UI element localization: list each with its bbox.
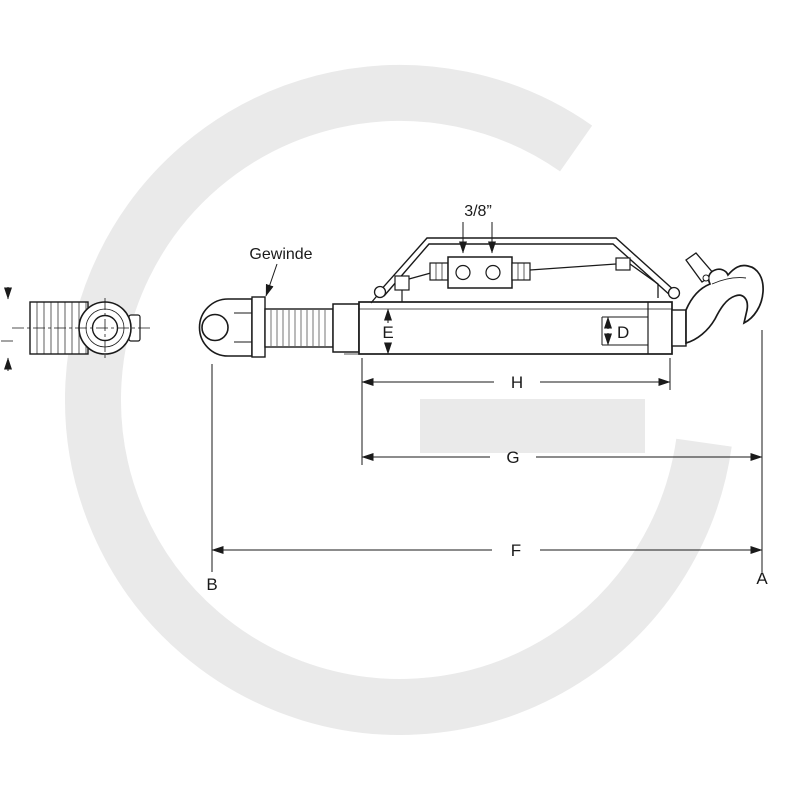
claw-hook — [671, 252, 764, 347]
hex-fitting-right — [511, 262, 531, 281]
dimension-g-label: G — [506, 448, 519, 467]
endpoint-b-label: B — [206, 575, 217, 594]
guard-pivot-left — [373, 285, 387, 299]
ball-eye-end-view — [1, 287, 152, 371]
dimension-f-label: F — [511, 541, 521, 560]
fork-pin-hole — [201, 313, 229, 342]
hook-neck — [671, 309, 687, 347]
guard-pivot-right — [667, 286, 681, 300]
watermark-ring — [64, 64, 732, 735]
hook-body — [685, 264, 764, 345]
valve-port-left — [455, 264, 471, 281]
guard-tube-inner — [383, 243, 672, 297]
top-link-assembly — [198, 237, 764, 358]
diagram-labels: Gewinde 3/8” E D H G F B A — [206, 203, 768, 594]
cylinder-body — [332, 301, 673, 355]
hex-fitting-left — [429, 262, 449, 281]
hose-elbow-right — [629, 263, 659, 298]
thread-lines — [270, 310, 326, 346]
diameter-arrows — [1, 287, 13, 371]
endpoint-a-label: A — [756, 569, 768, 588]
hose-size-label: 3/8” — [464, 203, 492, 220]
watermark-logo-g: G — [64, 64, 732, 735]
fork-collar — [251, 296, 266, 358]
guard-tube-outer — [378, 237, 677, 293]
fitting-right — [615, 257, 631, 271]
centerlines — [12, 298, 152, 360]
thread-leader-arrow — [265, 263, 278, 297]
dimension-e-label: E — [382, 323, 393, 342]
threaded-rod — [264, 308, 334, 348]
hose-right — [529, 263, 617, 271]
cylinder-gland — [332, 303, 360, 353]
dimension-d-label: D — [617, 323, 629, 342]
elbow-fitting-left — [394, 275, 410, 291]
valve-port-right — [485, 264, 501, 281]
thread-label: Gewinde — [249, 246, 312, 263]
dimension-h-label: H — [511, 373, 523, 392]
latch-pivot — [702, 274, 710, 282]
hose-kit — [370, 237, 681, 304]
watermark-crossbar — [420, 399, 645, 453]
clevis-fork — [198, 296, 266, 358]
dimension-lines — [211, 222, 763, 572]
